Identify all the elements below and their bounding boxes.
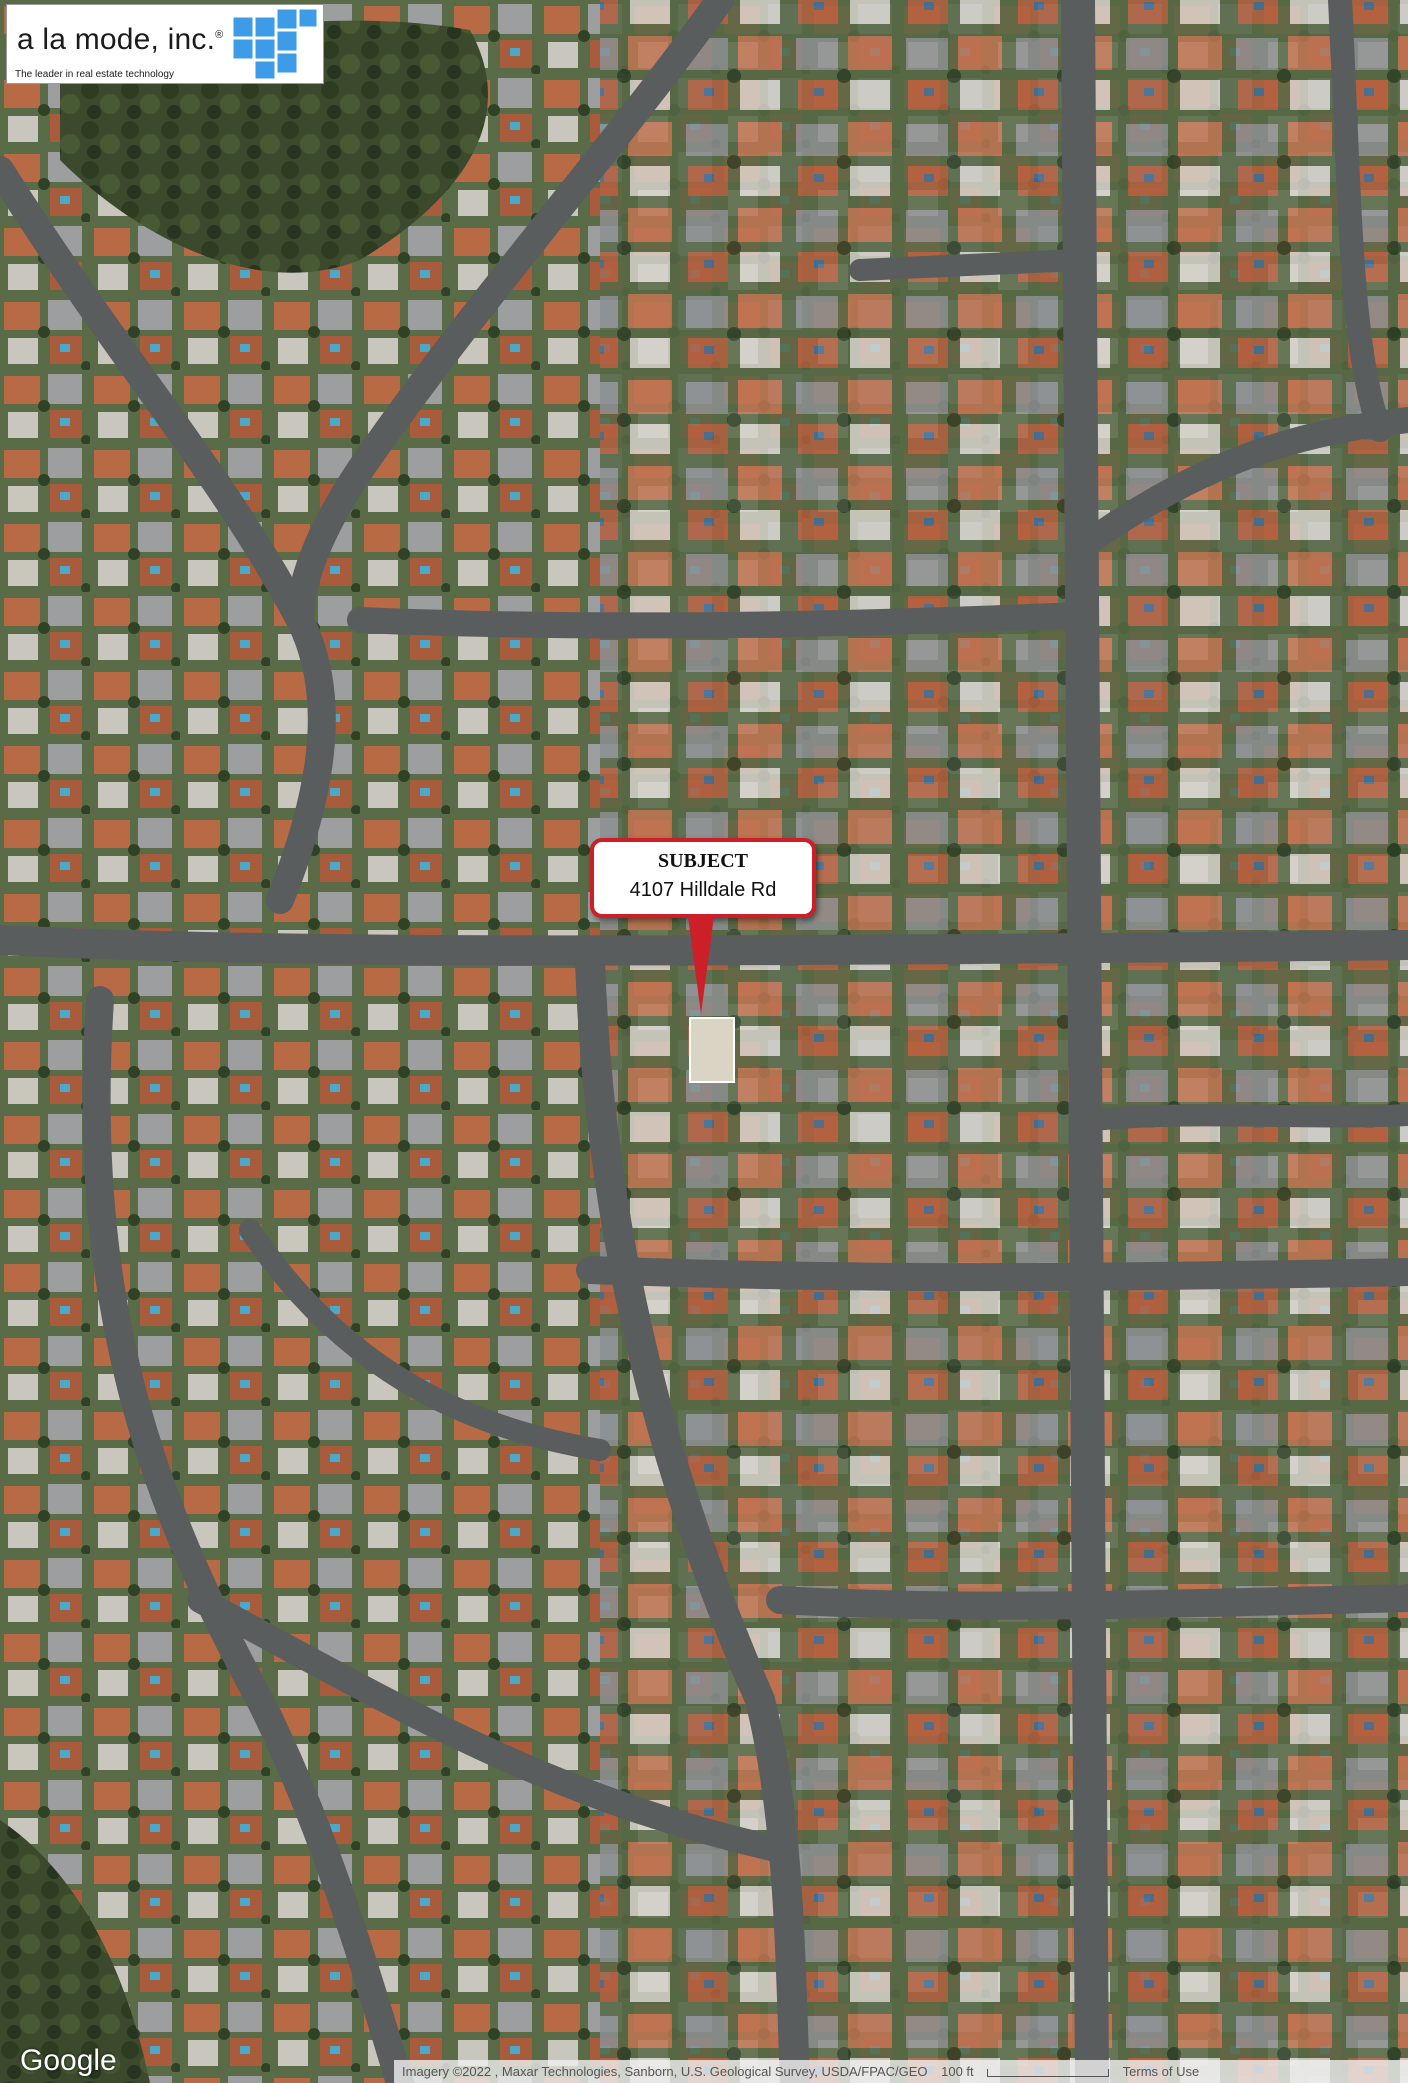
google-logo: Google <box>20 2044 117 2077</box>
subject-title: SUBJECT <box>657 850 749 872</box>
cubes-icon <box>232 8 318 80</box>
scale-label: 100 ft <box>941 2064 974 2079</box>
logo-name: a la mode, inc. <box>17 23 216 56</box>
terms-link[interactable]: Terms of Use <box>1122 2064 1200 2079</box>
company-logo: a la mode, inc.® The leader in real esta… <box>6 4 324 84</box>
map-attribution-bar: Imagery ©2022 , Maxar Technologies, Sanb… <box>394 2060 1408 2083</box>
subject-callout: SUBJECT 4107 Hilldale Rd <box>590 838 816 918</box>
map-pin-icon <box>688 916 714 1014</box>
scale-bar <box>987 2068 1110 2077</box>
subject-marker[interactable]: SUBJECT 4107 Hilldale Rd <box>590 838 820 1014</box>
subject-address: 4107 Hilldale Rd <box>629 879 777 901</box>
logo-tagline: The leader in real estate technology <box>15 69 174 80</box>
logo-registered-mark: ® <box>215 29 224 41</box>
imagery-attribution: Imagery ©2022 , Maxar Technologies, Sanb… <box>402 2064 928 2079</box>
